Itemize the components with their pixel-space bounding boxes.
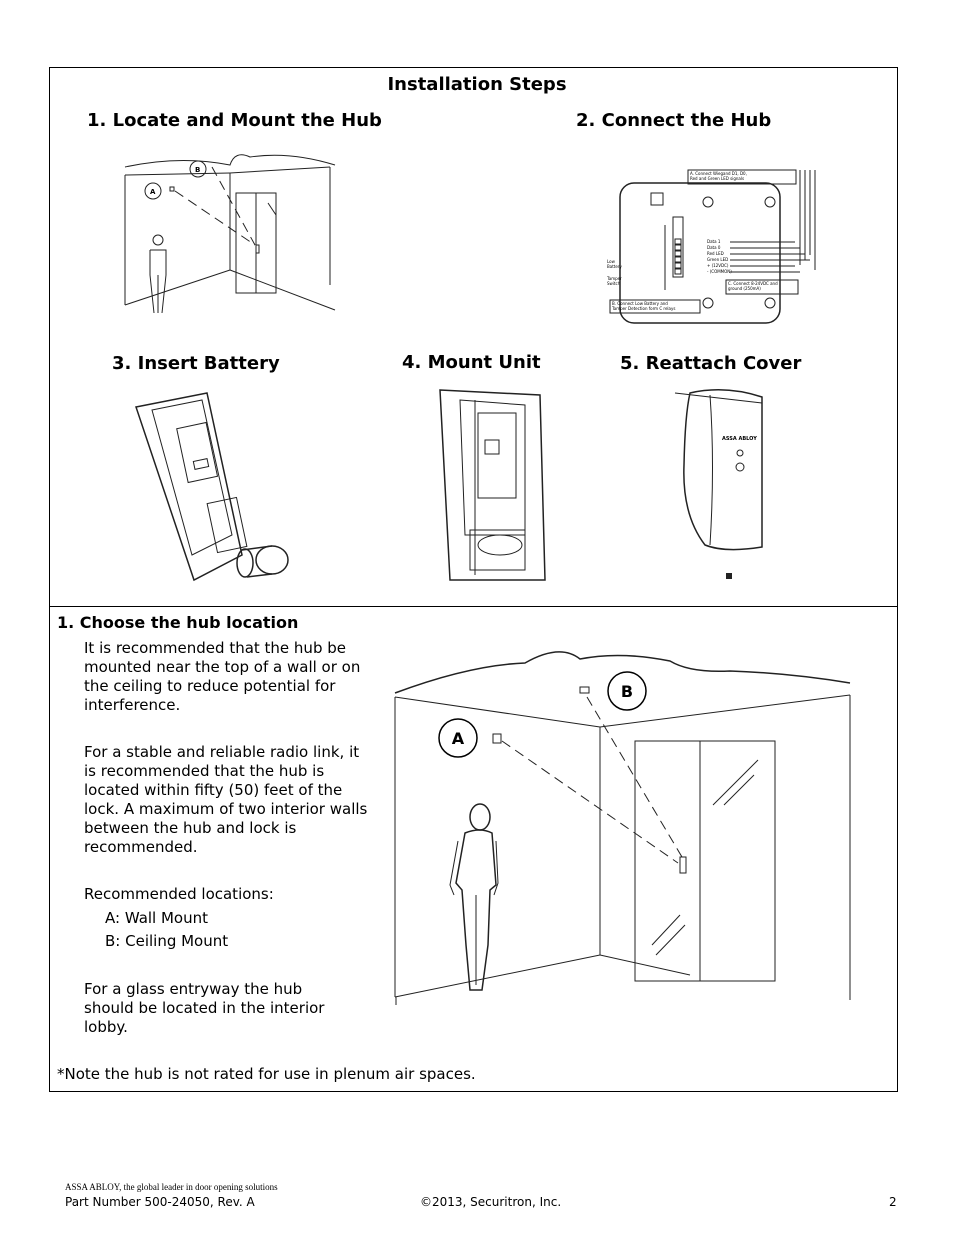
section-para-3: For a glass entryway the hub should be l… [84,980,325,1036]
room-diagram-large: B A [394,651,851,1005]
terminal-label: - (COMMON) [707,269,732,274]
cover-brand: ASSA ABLOY [722,436,757,442]
footer-part-number: Part Number 500-24050, Rev. A [65,1195,255,1209]
step-4-title: 4. Mount Unit [402,352,541,373]
footer-page-number: 2 [889,1195,897,1209]
installation-frame [49,67,898,1092]
recommended-title: Recommended locations: [84,885,274,903]
recommended-a: A: Wall Mount [105,909,209,927]
small-label-a: A [150,188,156,196]
large-label-a: A [452,729,465,748]
battery-unit-illustration [135,392,289,582]
terminal-block [674,268,682,275]
step-2-title: 2. Connect the Hub [576,110,772,131]
terminal-label: Red LED [707,251,724,256]
terminal-label: Green LED [707,257,728,262]
terminal-block [674,256,682,263]
large-label-b: B [621,682,633,701]
section-heading: 1. Choose the hub location [57,613,299,632]
installation-title: Installation Steps [387,74,567,95]
step-1-title: 1. Locate and Mount the Hub [87,110,382,131]
terminal-label: Data 0 [707,245,721,250]
wiring-note-a: A. Connect Wiegand D1, D0,Red and Green … [690,171,747,181]
terminal-label: + (12VDC) [707,263,729,268]
room-diagram-small: A B [124,154,336,314]
section-divider [49,606,898,607]
footer-copyright: ©2013, Securitron, Inc. [420,1195,562,1209]
plenum-note: *Note the hub is not rated for use in pl… [57,1065,476,1083]
section-para-1: It is recommended that the hub be mounte… [84,639,361,714]
terminal-block [674,250,682,257]
small-label-b: B [195,166,200,174]
section-para-2: For a stable and reliable radio link, it… [84,743,368,856]
cover-illustration: ASSA ABLOY [674,389,763,579]
terminal-label: Data 1 [707,239,721,244]
recommended-b: B: Ceiling Mount [105,932,229,950]
terminal-block [674,244,682,251]
footer-tagline: ASSA ABLOY, the global leader in door op… [65,1182,278,1192]
step-3-title: 3. Insert Battery [112,353,280,374]
mount-unit-illustration [439,389,546,581]
terminal-block [674,262,682,269]
person-figure [449,803,499,991]
terminal-block [674,238,682,245]
step-5-title: 5. Reattach Cover [620,353,802,374]
